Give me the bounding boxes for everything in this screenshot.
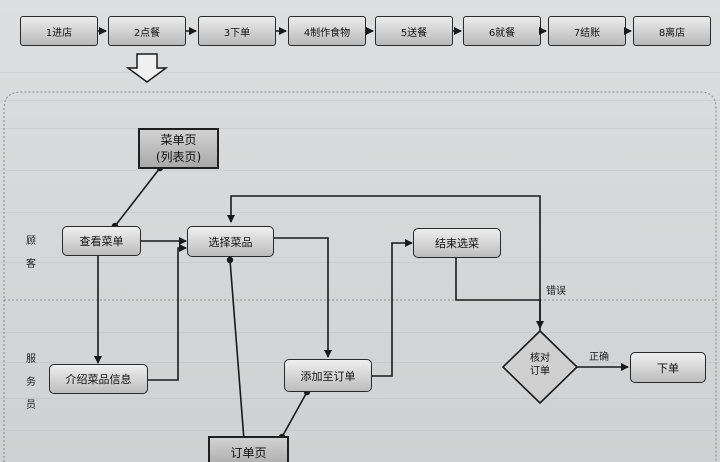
edge-label-correct: 正确 — [589, 352, 609, 363]
introduce-dish-node: 介绍菜品信息 — [49, 364, 148, 394]
process-step-1: 1进店 — [20, 16, 98, 46]
finish-choose-node: 结束选菜 — [413, 228, 501, 258]
process-step-3: 3下单 — [198, 16, 276, 46]
process-step-5: 5送餐 — [375, 16, 453, 46]
lane-label-staff: 服 务 员 — [26, 354, 36, 411]
expand-down-arrow — [125, 53, 169, 83]
view-menu-node: 查看菜单 — [62, 226, 141, 256]
check-order-diamond — [501, 329, 579, 405]
process-step-8: 8离店 — [633, 16, 711, 46]
process-step-7: 7结账 — [548, 16, 626, 46]
place-order-node: 下单 — [630, 352, 706, 383]
add-to-order-node: 添加至订单 — [284, 359, 372, 392]
order-page-node: 订单页 — [208, 436, 289, 462]
process-step-2: 2点餐 — [108, 16, 186, 46]
check-order-label: 核对 订单 — [530, 353, 550, 377]
menu-page-node: 菜单页 (列表页) — [138, 128, 219, 169]
choose-dish-node: 选择菜品 — [187, 226, 274, 257]
process-step-4: 4制作食物 — [288, 16, 366, 46]
edge-label-wrong: 错误 — [546, 286, 566, 297]
process-step-6: 6就餐 — [463, 16, 541, 46]
lane-label-customer: 顾 客 — [26, 236, 36, 270]
